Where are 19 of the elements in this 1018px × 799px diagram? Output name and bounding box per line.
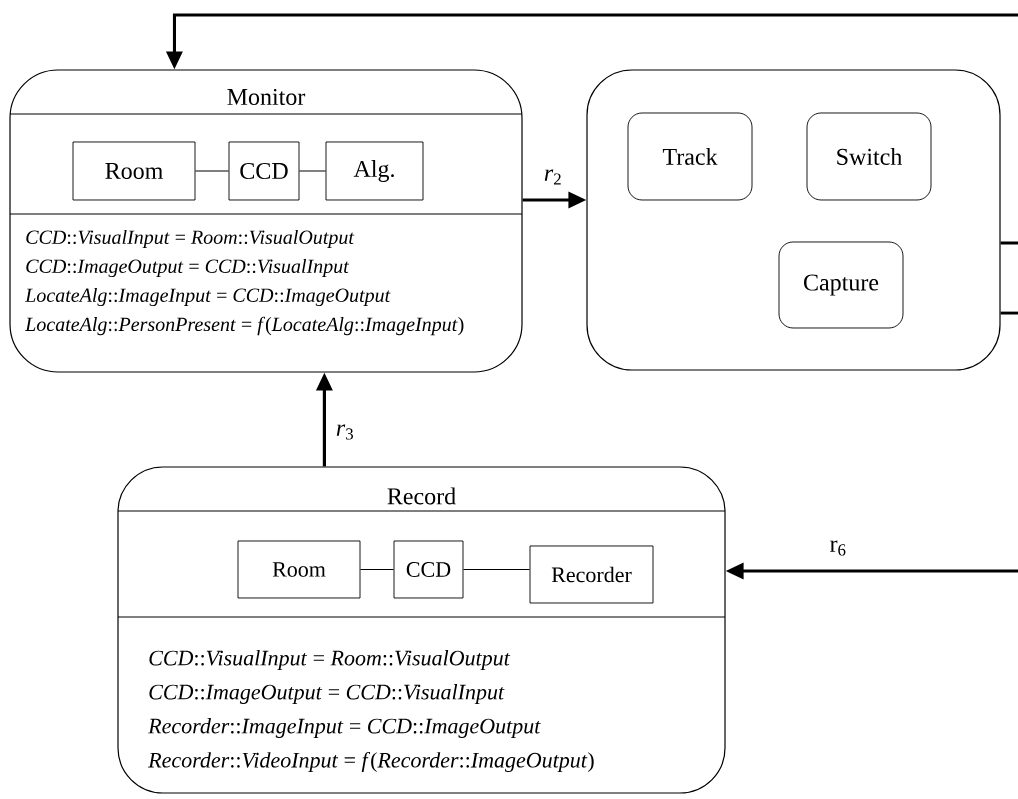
connector-line (194, 170, 230, 172)
component-box: Recorder (529, 545, 654, 604)
connector-line (1000, 241, 1018, 245)
sub-state-box: Switch (806, 112, 932, 201)
connector-line (462, 569, 531, 570)
connector-line (1000, 311, 1018, 315)
edge-label: r$_{3}$ (334, 423, 356, 441)
component-box: CCD (393, 540, 464, 599)
edge-label: r$_{6}$ (828, 539, 848, 557)
container-box (586, 69, 1001, 371)
component-box: Alg. (325, 141, 424, 201)
component-box: Room (72, 141, 196, 201)
edge-label: r$_{2}$ (542, 168, 564, 186)
connector-line (298, 170, 327, 172)
sub-state-box: Capture (778, 241, 904, 329)
component-box: Room (237, 540, 361, 599)
sub-state-box: Track (627, 112, 753, 201)
connector-line (359, 569, 395, 570)
component-box: CCD (228, 141, 300, 201)
